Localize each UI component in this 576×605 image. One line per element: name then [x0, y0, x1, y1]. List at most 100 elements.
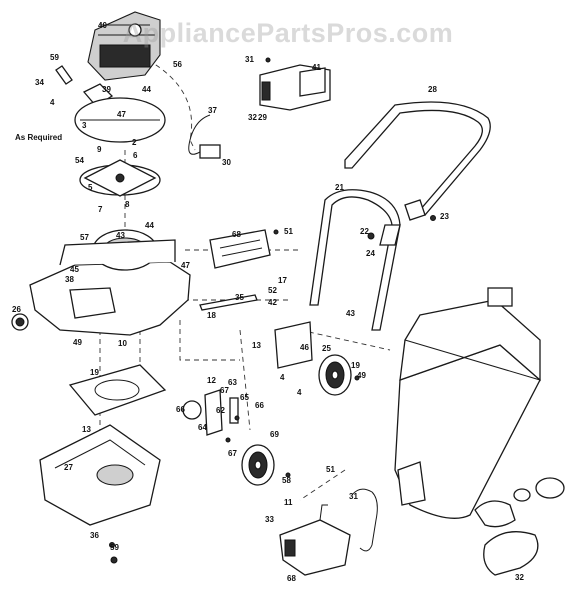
- callout-label: 51: [326, 465, 335, 474]
- callout-label: 44: [142, 85, 151, 94]
- height-adjuster: [182, 389, 239, 436]
- callout-label: 6: [133, 151, 138, 160]
- callout-label: 23: [440, 212, 449, 221]
- callout-label: 10: [118, 339, 127, 348]
- callout-label: 32: [515, 573, 524, 582]
- callout-label: 51: [284, 227, 293, 236]
- callout-label: 4: [50, 98, 55, 107]
- callout-label: 47: [117, 110, 126, 119]
- callout-label: 37: [208, 106, 217, 115]
- callout-label: 59: [110, 543, 119, 552]
- discharge-chute-upper: [259, 64, 331, 111]
- callout-label: 43: [346, 309, 355, 318]
- air-intake: [82, 83, 114, 107]
- callout-label: 66: [176, 405, 185, 414]
- impeller-plate: [74, 97, 166, 143]
- callout-label: 63: [228, 378, 237, 387]
- front-wheel: [241, 444, 275, 486]
- callout-label: 69: [270, 430, 279, 439]
- callout-label: 19: [351, 361, 360, 370]
- callout-label: 47: [181, 261, 190, 270]
- nozzle: [39, 424, 161, 526]
- axle-bar: [199, 294, 258, 311]
- callout-label: 9: [97, 145, 102, 154]
- side-bracket: [209, 229, 271, 269]
- callout-label: 22: [360, 227, 369, 236]
- callout-label: 7: [98, 205, 103, 214]
- bag-strap: [351, 488, 378, 552]
- callout-label: 36: [90, 531, 99, 540]
- callout-label: 34: [35, 78, 44, 87]
- callout-label: 32: [248, 113, 257, 122]
- collection-bag: [394, 287, 541, 519]
- as-required-note: As Required: [15, 133, 62, 142]
- callout-label: 18: [207, 311, 216, 320]
- callout-label: 64: [198, 423, 207, 432]
- callout-label: 3: [82, 121, 87, 130]
- callout-label: 28: [428, 85, 437, 94]
- callout-label: 68: [232, 230, 241, 239]
- intake-ring: [11, 313, 29, 331]
- callout-label: 31: [349, 492, 358, 501]
- rear-wheel: [318, 354, 352, 396]
- callout-label: 2: [132, 138, 137, 147]
- callout-label: 29: [258, 113, 267, 122]
- callout-label: 13: [252, 341, 261, 350]
- callout-label: 27: [64, 463, 73, 472]
- upper-handle: [344, 101, 491, 221]
- callout-label: 43: [116, 231, 125, 240]
- callout-label: 66: [255, 401, 264, 410]
- bottom-plate: [68, 364, 167, 416]
- callout-label: 33: [265, 515, 274, 524]
- callout-label: 58: [282, 476, 291, 485]
- callout-label: 4: [280, 373, 285, 382]
- callout-label: 4: [297, 388, 302, 397]
- callout-label: 5: [88, 183, 93, 192]
- callout-label: 24: [366, 249, 375, 258]
- callout-label: 62: [216, 406, 225, 415]
- callout-label: 25: [322, 344, 331, 353]
- callout-label: 38: [65, 275, 74, 284]
- callout-label: 31: [245, 55, 254, 64]
- callout-label: 41: [312, 63, 321, 72]
- callout-label: 8: [125, 200, 130, 209]
- callout-label: 39: [102, 85, 111, 94]
- engine: [87, 11, 161, 81]
- callout-label: 26: [12, 305, 21, 314]
- callout-label: 67: [228, 449, 237, 458]
- callout-label: 30: [222, 158, 231, 167]
- callout-label: 67: [220, 386, 229, 395]
- callout-label: 11: [284, 498, 293, 507]
- callout-label: 52: [268, 286, 277, 295]
- callout-label: 68: [287, 574, 296, 583]
- throttle-control: [188, 114, 221, 159]
- spark-plug-boot: [55, 65, 73, 85]
- callout-label: 59: [50, 53, 59, 62]
- callout-label: 35: [235, 293, 244, 302]
- callout-label: 46: [300, 343, 309, 352]
- callout-label: 54: [75, 156, 84, 165]
- callout-label: 49: [73, 338, 82, 347]
- rear-bracket: [274, 321, 313, 369]
- callout-label: 56: [173, 60, 182, 69]
- callout-label: 21: [335, 183, 344, 192]
- fasteners: [109, 57, 436, 564]
- blower-housing: [29, 229, 191, 336]
- callout-label: 19: [90, 368, 99, 377]
- callout-label: 44: [145, 221, 154, 230]
- discharge-chute-lower: [279, 504, 351, 576]
- callout-label: 70: [0, 0, 9, 2]
- lower-handle: [309, 189, 401, 331]
- callout-label: 42: [268, 298, 277, 307]
- callout-label: 13: [82, 425, 91, 434]
- callout-label: 49: [357, 371, 366, 380]
- vac-hose-fittings: [474, 477, 565, 576]
- impeller: [79, 159, 161, 197]
- callout-label: 12: [207, 376, 216, 385]
- callout-label: 45: [70, 265, 79, 274]
- callout-label: 40: [98, 21, 107, 30]
- callout-label: 65: [240, 393, 249, 402]
